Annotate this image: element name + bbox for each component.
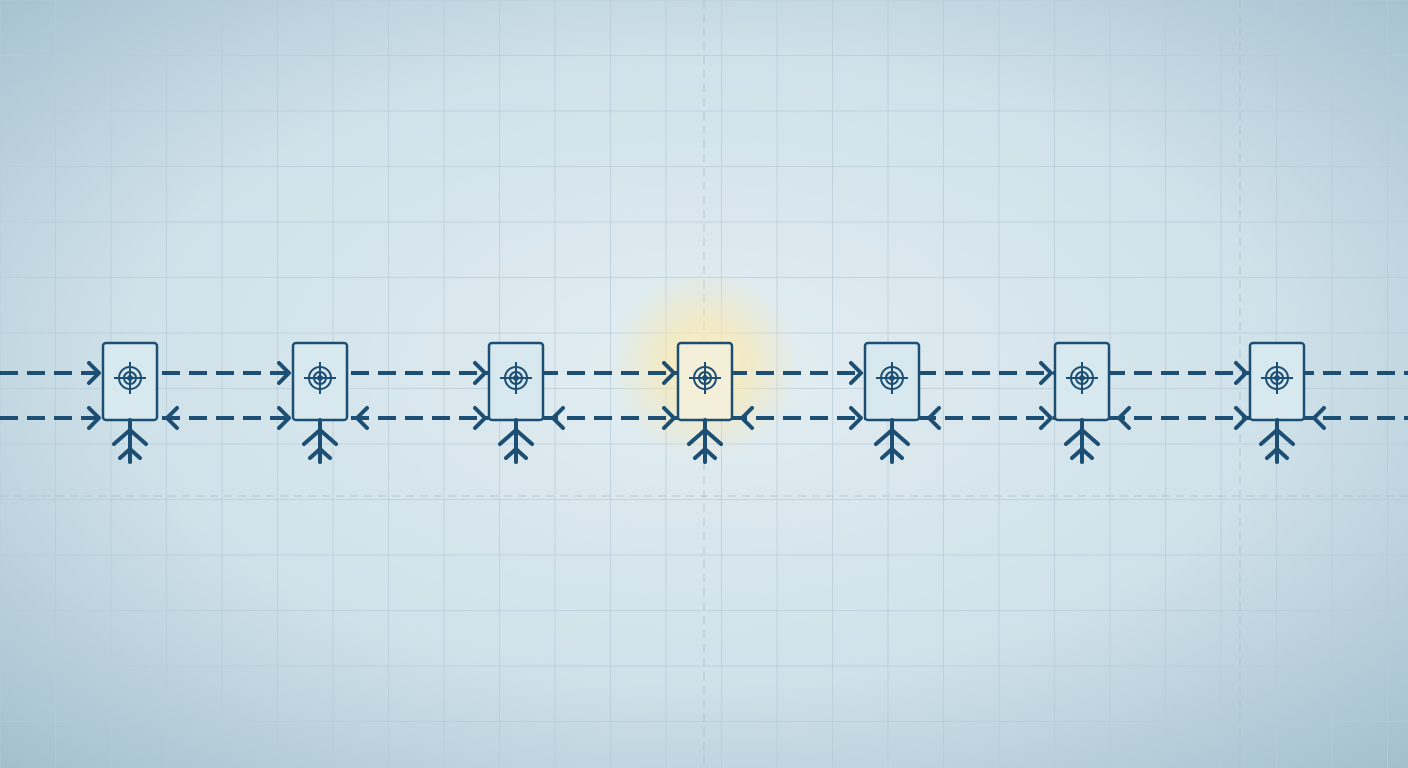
node-7	[1248, 341, 1306, 464]
arrow-right-icon	[849, 361, 863, 385]
crosshair-target-icon	[689, 362, 721, 394]
crosshair-target-icon	[1261, 362, 1293, 394]
crosshair-target-icon	[876, 362, 908, 394]
fork-down-icon	[112, 418, 148, 464]
nodes	[101, 341, 1306, 464]
node-3	[487, 341, 545, 464]
arrow-left-icon	[927, 406, 941, 430]
arrow-left-icon	[1312, 406, 1326, 430]
arrow-left-icon	[165, 406, 179, 430]
arrow-right-icon	[87, 406, 101, 430]
node-6	[1053, 341, 1111, 464]
node-2	[291, 341, 349, 464]
arrow-right-icon	[662, 406, 676, 430]
fork-down-icon	[874, 418, 910, 464]
arrow-right-icon	[1039, 406, 1053, 430]
fork-down-icon	[498, 418, 534, 464]
arrow-right-icon	[277, 406, 291, 430]
arrow-right-icon	[1234, 406, 1248, 430]
arrow-left-icon	[551, 406, 565, 430]
arrow-right-icon	[1039, 361, 1053, 385]
fork-down-icon	[1064, 418, 1100, 464]
crosshair-target-icon	[500, 362, 532, 394]
arrow-right-icon	[277, 361, 291, 385]
arrow-right-icon	[87, 361, 101, 385]
arrow-left-icon	[355, 406, 369, 430]
fork-down-icon	[302, 418, 338, 464]
fork-down-icon	[1259, 418, 1295, 464]
node-1	[101, 341, 159, 464]
node-5	[863, 341, 921, 464]
arrow-left-icon	[740, 406, 754, 430]
crosshair-target-icon	[114, 362, 146, 394]
arrow-right-icon	[473, 406, 487, 430]
fork-down-icon	[687, 418, 723, 464]
arrow-left-icon	[1117, 406, 1131, 430]
arrow-right-icon	[473, 361, 487, 385]
arrow-right-icon	[1234, 361, 1248, 385]
arrow-right-icon	[662, 361, 676, 385]
node-4	[676, 341, 734, 464]
arrow-right-icon	[849, 406, 863, 430]
crosshair-target-icon	[304, 362, 336, 394]
crosshair-target-icon	[1066, 362, 1098, 394]
